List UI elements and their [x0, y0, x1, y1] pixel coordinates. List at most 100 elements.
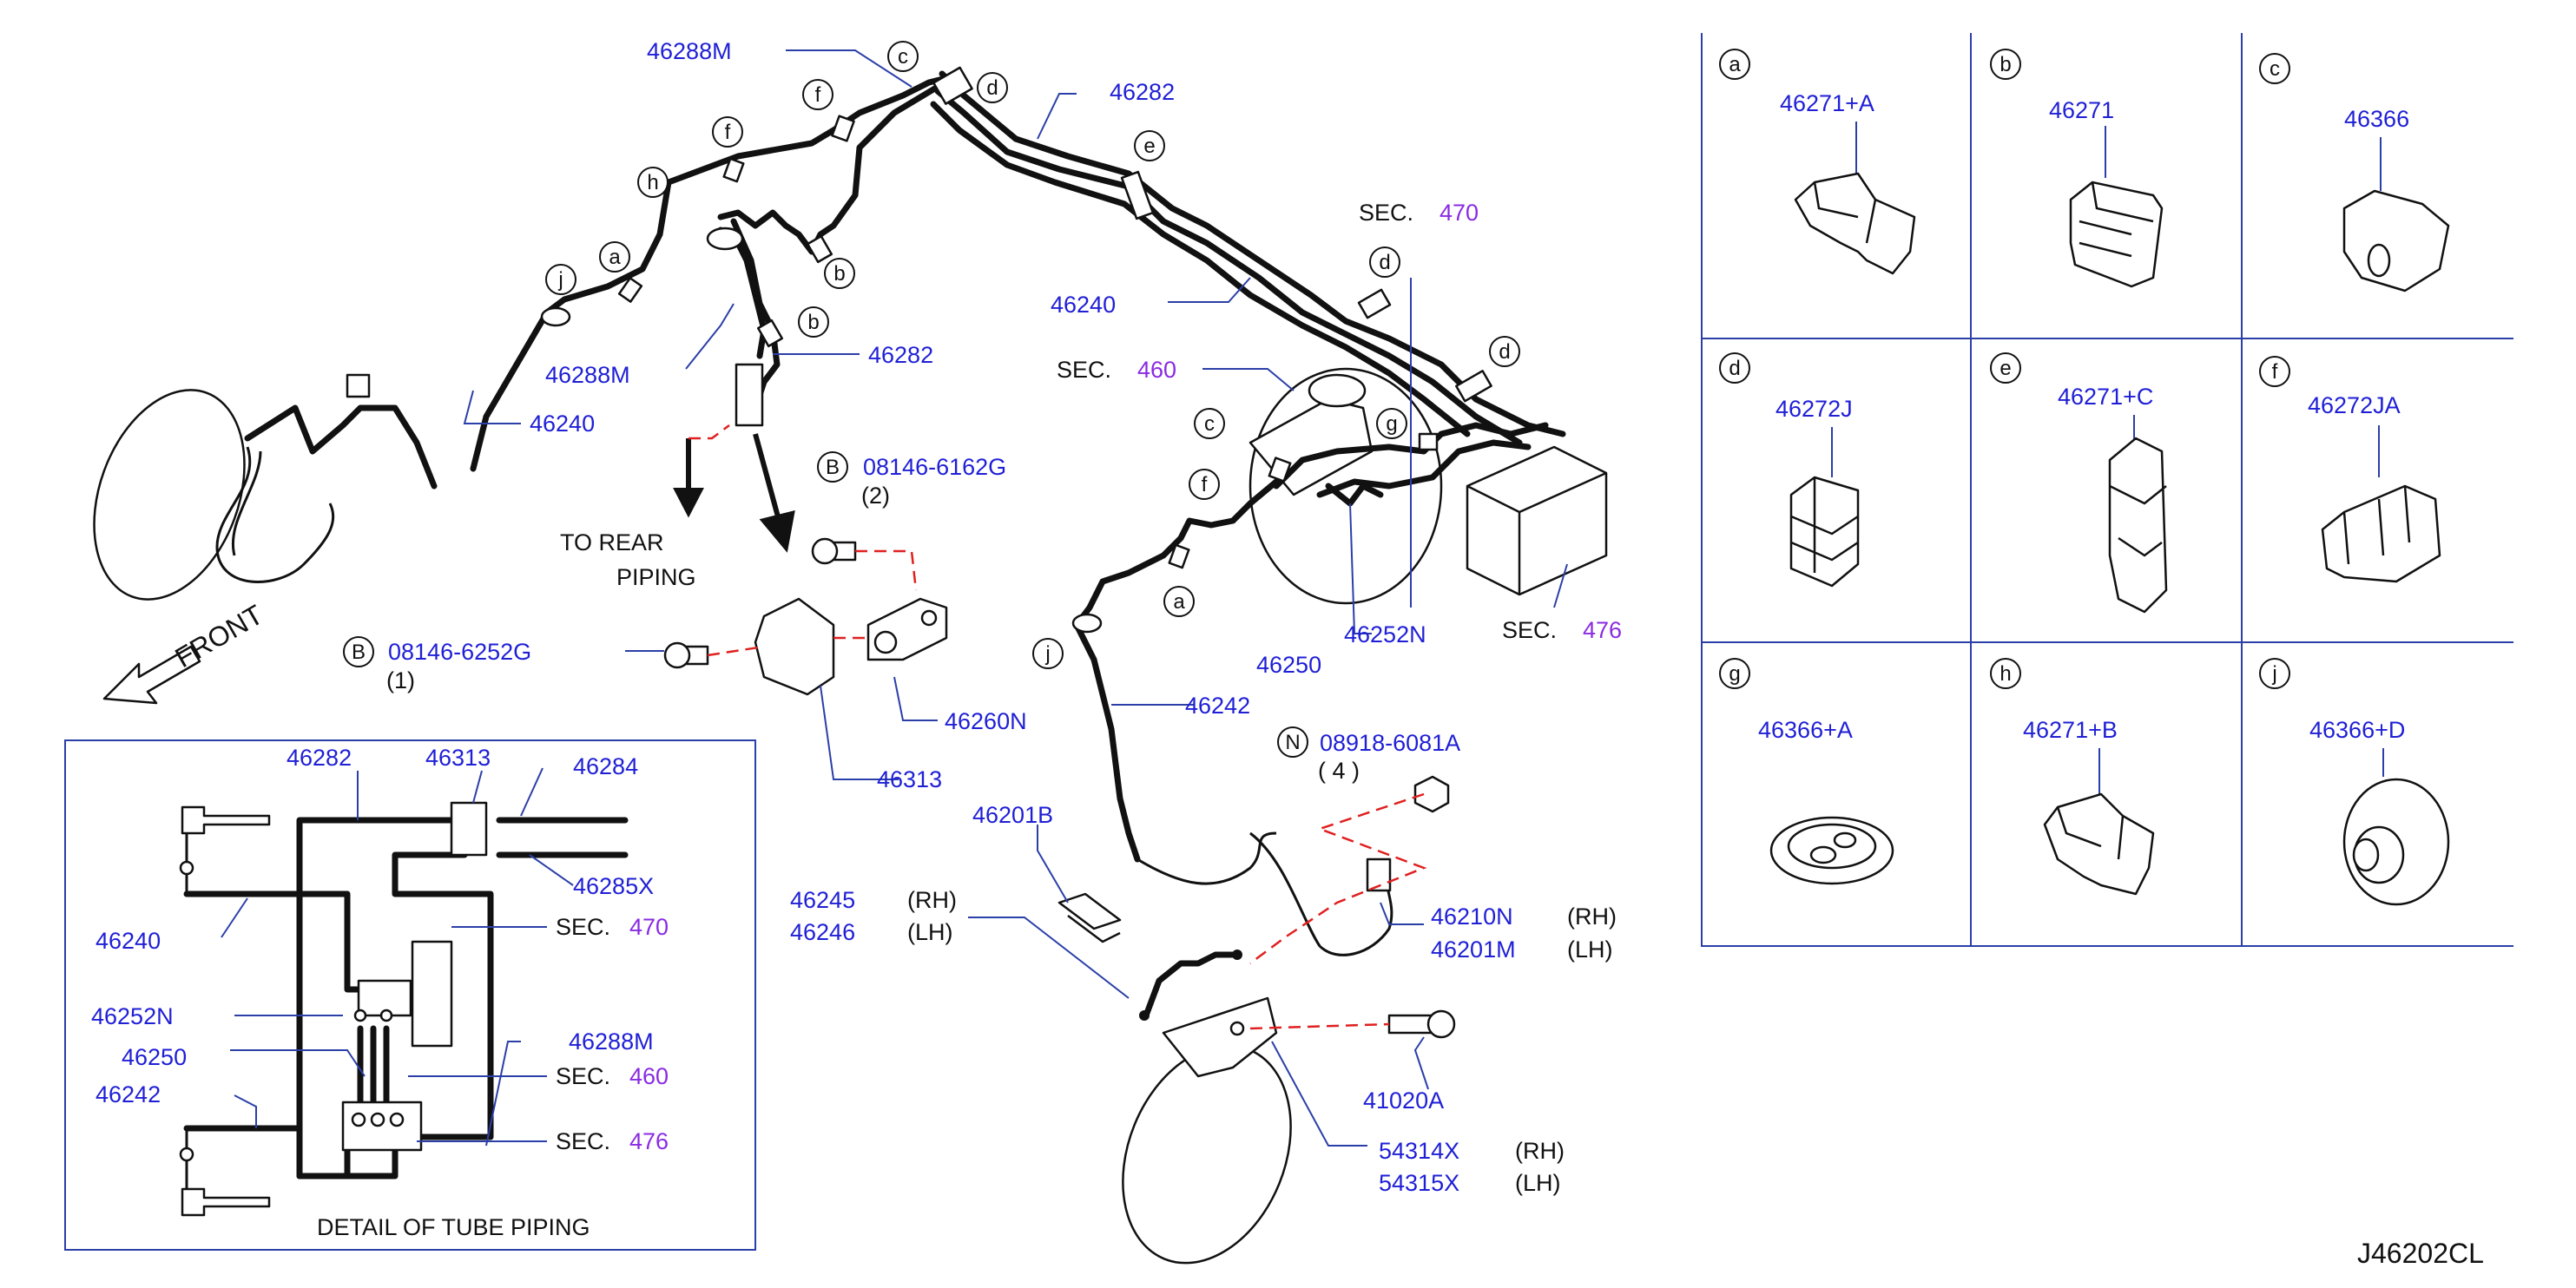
tube-46242 [1073, 478, 1280, 863]
detail-label-46284: 46284 [573, 753, 638, 779]
label-46210N: 46210N [1431, 904, 1513, 930]
callout-circle-f [1376, 408, 1407, 439]
clip-cell-part-c: 46366 [2344, 106, 2409, 132]
label-46250: 46250 [1256, 652, 1321, 678]
reservoir-cap [1308, 373, 1367, 408]
label-54315X: 54315X [1379, 1170, 1459, 1196]
callout-circle-h [802, 79, 833, 110]
clip-h-top [831, 115, 855, 142]
leader [893, 676, 938, 721]
clip-image-46271 [2069, 181, 2164, 288]
tube-46245 [1143, 951, 1236, 1019]
callout-label-g: h [647, 171, 658, 194]
clip-b-lower [756, 319, 784, 348]
detail-label-sec: SEC. [556, 1128, 610, 1154]
leader [968, 917, 1130, 999]
clip-cell-letter-a: a [1729, 53, 1741, 76]
callout-label-c2: c [1204, 412, 1215, 436]
label-46288M-left: 46288M [545, 362, 630, 388]
detail-46313 [450, 801, 488, 857]
callout-label-d2: d [1379, 251, 1390, 274]
detail-frame [64, 739, 756, 1251]
tube-46282-long-2 [934, 88, 1523, 446]
label-side: (LH) [907, 919, 953, 945]
clip-hole [2367, 243, 2391, 278]
label-qty: ( 4 ) [1318, 758, 1360, 784]
clip-cell-part-g: 46366+A [1758, 717, 1853, 743]
hose-46210N [1136, 831, 1277, 885]
callout-label-a2: a [1173, 590, 1185, 614]
guide [1249, 792, 1427, 964]
leader [1349, 503, 1372, 634]
detail-label-46242: 46242 [96, 1081, 161, 1107]
callout-circle-j [545, 264, 576, 295]
guide [855, 549, 918, 591]
bracket-hole [873, 630, 898, 654]
abs-actuator-edges [1466, 471, 1607, 595]
label-front: FRONT [170, 599, 268, 674]
leader [1413, 1036, 1429, 1090]
clip-detail [2056, 806, 2125, 860]
callout-label-a: a [609, 246, 621, 269]
label-sec-470: 470 [1440, 200, 1479, 226]
clip-a-lower [1168, 543, 1190, 569]
label-08918-6081A: 08918-6081A [1320, 730, 1460, 756]
clip-cell-circle-j [2259, 658, 2290, 689]
clip-a [617, 277, 643, 303]
detail-leader [221, 767, 574, 1147]
label-sec: SEC. [1359, 200, 1413, 226]
bolt-head [663, 641, 691, 669]
hose-46201M [1249, 831, 1393, 956]
clip-table-grid [1701, 33, 2513, 947]
label-46242: 46242 [1185, 693, 1250, 719]
label-54314X: 54314X [1379, 1138, 1459, 1164]
callout-label-h2: f [725, 121, 731, 144]
detail-port [179, 860, 194, 876]
callout-label-b2: b [807, 311, 819, 334]
callout-label-j: j [557, 268, 563, 292]
leader [1553, 563, 1568, 608]
code-n: N [1285, 731, 1300, 754]
booster-tube-3 [1325, 483, 1384, 507]
label-qty: (1) [386, 667, 415, 693]
clip-46201B [1057, 892, 1122, 943]
tube-46282-long-3 [930, 101, 1471, 437]
detail-tube [296, 817, 629, 1180]
detail-label-46313: 46313 [425, 745, 491, 771]
callout-circle-c2 [1194, 408, 1225, 439]
callout-circle-h2 [712, 116, 743, 148]
clip-image-46366 [2342, 189, 2450, 292]
detail-tube [183, 890, 390, 1106]
clip-cell-circle-g [1719, 658, 1750, 689]
clip-hole [1809, 845, 1837, 864]
clip-cell-part-b: 46271 [2049, 97, 2114, 123]
detail-label-46282: 46282 [287, 745, 352, 771]
clip-cell-part-h: 46271+B [2023, 717, 2118, 743]
clip-detail [2079, 181, 2154, 258]
callout-circles: c d f f h a j b b e d d c g f a j B [343, 41, 1520, 758]
leader [820, 685, 899, 780]
label-46246: 46246 [790, 919, 855, 945]
bracket-hole [1229, 1021, 1245, 1036]
callout-label-e: e [1143, 135, 1155, 158]
callout-label-d3: d [1499, 340, 1510, 364]
label-46201B: 46201B [972, 802, 1053, 828]
connector-46313-rear [735, 363, 764, 427]
nut-08918 [1413, 775, 1450, 813]
detail-port [351, 1112, 366, 1127]
clip-cell-letter-f: f [2272, 360, 2278, 384]
leader [1271, 1041, 1367, 1147]
clip-cell-letter-h: h [2000, 662, 2011, 686]
detail-port [379, 1009, 393, 1022]
detail-abs [341, 1101, 423, 1152]
callout-label-j2: j [1044, 642, 1050, 666]
clip-cell-part-d: 46272J [1776, 396, 1853, 422]
bolt-41020A [1387, 1014, 1434, 1035]
bracket-46313 [754, 597, 835, 696]
leader [1037, 93, 1077, 140]
dashed-guides [688, 424, 1427, 1030]
detail-label-sec-470: 470 [629, 914, 669, 940]
code-b1: B [826, 456, 840, 479]
clip-image-46271B [2043, 792, 2155, 896]
